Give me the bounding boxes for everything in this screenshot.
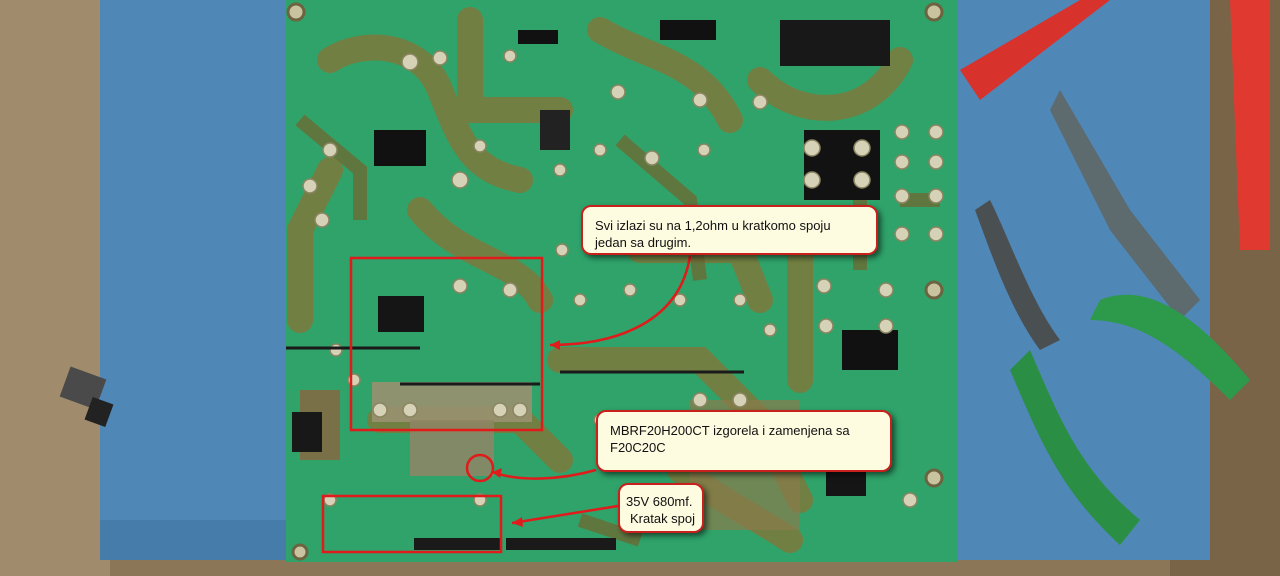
arrows	[491, 255, 692, 525]
callout-text: MBRF20H200CT izgorela i zamenjena sa	[610, 423, 850, 438]
arrow	[511, 504, 619, 525]
callout-diode-replaced: MBRF20H200CT izgorela i zamenjena sa F20…	[596, 410, 892, 472]
callout-text: jedan sa drugim.	[595, 235, 692, 250]
pliers	[960, 0, 1270, 545]
ic-chip	[378, 296, 424, 332]
callout-text: F20C20C	[610, 440, 666, 455]
ic-chip	[374, 130, 426, 166]
callout-text: Svi izlazi su na 1,2ohm u kratkomo spoju	[595, 218, 831, 233]
arrow	[491, 468, 597, 480]
highlight-box	[349, 256, 544, 432]
highlight-circle	[465, 453, 495, 483]
loose-transistor	[59, 366, 114, 428]
callout-text: 35V 680mf.	[626, 494, 693, 509]
highlight-box	[321, 494, 503, 554]
callout-text: Kratak spoj	[630, 511, 696, 526]
connector	[780, 20, 890, 66]
arrow	[549, 255, 692, 347]
highlight-boxes	[321, 256, 544, 554]
callout-capacitor-short: 35V 680mf. Kratak spoj	[618, 483, 704, 533]
callout-short-outputs: Svi izlazi su na 1,2ohm u kratkomo spoju…	[581, 205, 878, 255]
